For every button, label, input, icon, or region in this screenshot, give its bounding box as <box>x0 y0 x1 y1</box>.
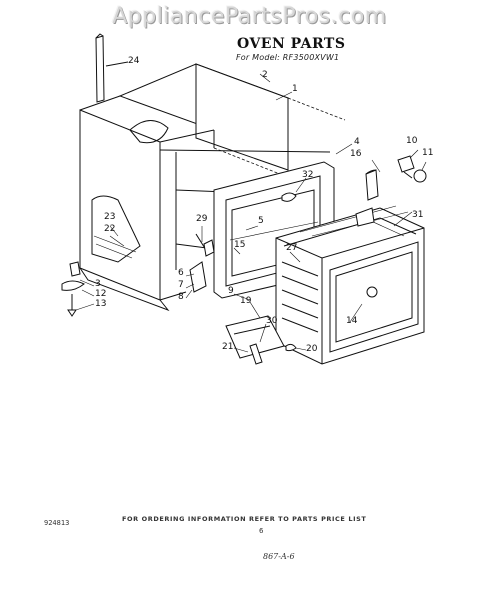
callout-32: 32 <box>302 170 314 180</box>
callout-14: 14 <box>346 316 358 326</box>
document-code: 924813 <box>44 519 70 527</box>
callout-19: 19 <box>240 296 252 306</box>
callout-3: 3 <box>95 279 101 289</box>
callout-31: 31 <box>412 210 424 220</box>
diagram-title: OVEN PARTS <box>237 36 346 52</box>
callout-12: 12 <box>95 289 107 299</box>
callout-30: 30 <box>266 316 278 326</box>
callout-4: 4 <box>354 137 360 147</box>
callout-29: 29 <box>196 214 208 224</box>
callout-16: 16 <box>350 149 362 159</box>
model-subtitle: For Model: RF3500XVW1 <box>236 53 340 62</box>
callout-20: 20 <box>306 344 318 354</box>
callout-5: 5 <box>258 216 264 226</box>
callout-23: 23 <box>104 212 116 222</box>
callout-13: 13 <box>95 299 107 309</box>
leveling-leg-icon <box>61 261 85 317</box>
knob-icon <box>397 155 427 183</box>
page-number: 6 <box>259 527 264 535</box>
callout-15: 15 <box>234 240 246 250</box>
callout-7: 7 <box>178 280 184 290</box>
callout-2: 2 <box>262 70 268 80</box>
oven-liner-icon <box>275 205 425 365</box>
site-watermark: AppliancePartsPros.com <box>112 4 387 29</box>
lower-bracket-icon <box>225 315 297 365</box>
callout-9: 9 <box>228 286 234 296</box>
callout-8: 8 <box>178 292 184 302</box>
callout-10: 10 <box>406 136 418 146</box>
callout-22: 22 <box>104 224 116 234</box>
oven-light-icon <box>281 169 379 227</box>
vent-tube-part <box>95 33 129 103</box>
ordering-note: FOR ORDERING INFORMATION REFER TO PARTS … <box>122 515 367 523</box>
callout-11: 11 <box>422 148 434 158</box>
door-hinge-icon <box>189 233 215 293</box>
callout-27: 27 <box>286 243 298 253</box>
callout-leaders <box>75 73 427 353</box>
callout-1: 1 <box>292 84 298 94</box>
callout-6: 6 <box>178 268 184 278</box>
callout-24: 24 <box>128 56 140 66</box>
handwritten-code: 867-A-6 <box>263 552 295 561</box>
callout-21: 21 <box>222 342 234 352</box>
